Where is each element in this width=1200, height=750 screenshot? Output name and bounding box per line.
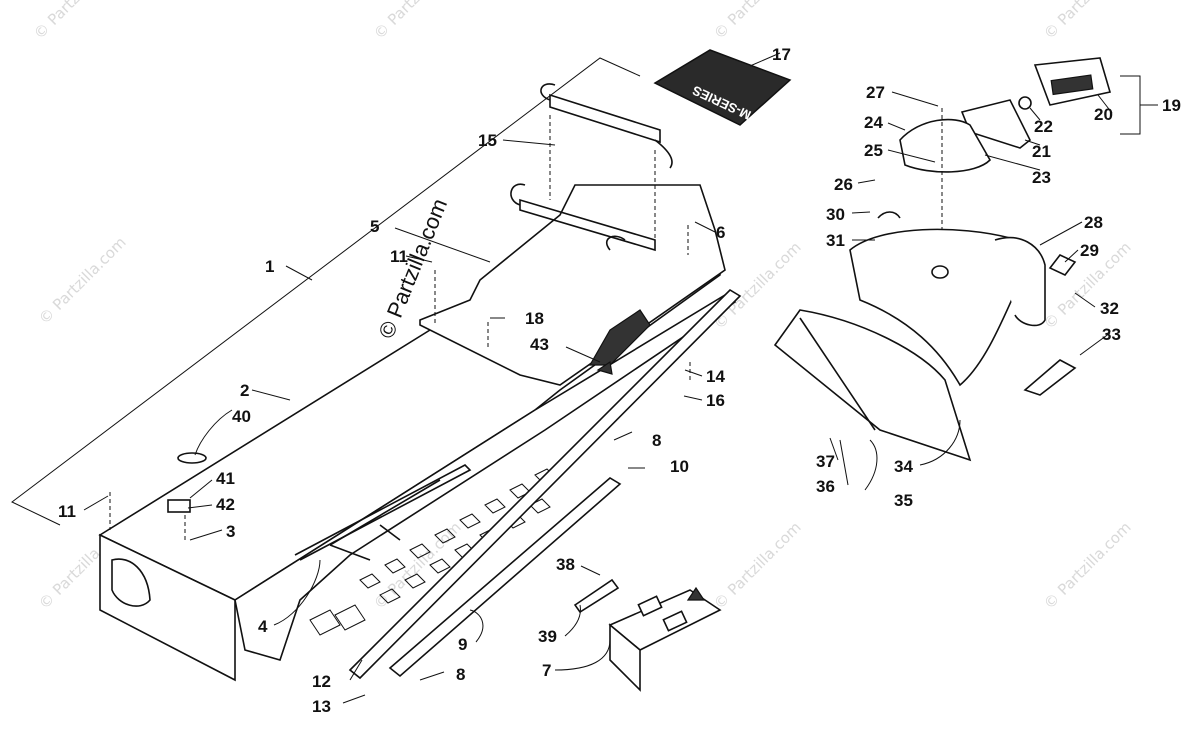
callout-39: 39 xyxy=(538,627,557,646)
watermark: © Partzilla.com xyxy=(1040,518,1135,613)
callout-33: 33 xyxy=(1102,325,1121,344)
callout-40: 40 xyxy=(232,407,251,426)
callout-26: 26 xyxy=(834,175,853,194)
hitch-bracket xyxy=(573,360,722,692)
assembly-bracket xyxy=(11,57,641,526)
callout-34: 34 xyxy=(894,457,913,476)
callout-15: 15 xyxy=(478,131,497,150)
callout-labels: 1 2 3 4 5 6 7 8 8 9 10 11 11 12 13 14 15… xyxy=(58,45,1181,716)
callout-4: 4 xyxy=(258,617,268,636)
callout-23: 23 xyxy=(1032,168,1051,187)
callout-10: 10 xyxy=(670,457,689,476)
callout-22: 22 xyxy=(1034,117,1053,136)
callout-19: 19 xyxy=(1162,96,1181,115)
callout-41: 41 xyxy=(216,469,235,488)
callout-35: 35 xyxy=(894,491,913,510)
callout-2: 2 xyxy=(240,381,249,400)
watermark: © Partzilla.com xyxy=(35,233,130,328)
callout-1: 1 xyxy=(265,257,274,276)
callout-20: 20 xyxy=(1094,105,1113,124)
callout-5: 5 xyxy=(370,217,379,236)
callout-36: 36 xyxy=(816,477,835,496)
callout-31: 31 xyxy=(826,231,845,250)
callout-3: 3 xyxy=(226,522,235,541)
rear-bumper xyxy=(773,211,1077,462)
callout-38: 38 xyxy=(556,555,575,574)
callout-14: 14 xyxy=(706,367,725,386)
watermark: © Partzilla.com xyxy=(710,518,805,613)
callout-43: 43 xyxy=(530,335,549,354)
callout-18: 18 xyxy=(525,309,544,328)
callout-6: 6 xyxy=(716,223,725,242)
watermark: © Partzilla.com xyxy=(30,0,125,43)
callout-12: 12 xyxy=(312,672,331,691)
callout-42: 42 xyxy=(216,495,235,514)
callout-29: 29 xyxy=(1080,241,1099,260)
callout-11b: 11 xyxy=(58,502,76,521)
callout-37: 37 xyxy=(816,452,835,471)
callout-16: 16 xyxy=(706,391,725,410)
leader-lines xyxy=(83,52,1158,704)
callout-30: 30 xyxy=(826,205,845,224)
callout-8: 8 xyxy=(652,431,661,450)
callout-13: 13 xyxy=(312,697,331,716)
callout-27: 27 xyxy=(866,83,885,102)
callout-11: 11 xyxy=(390,247,408,266)
tunnel-deck xyxy=(98,184,742,682)
callout-7: 7 xyxy=(542,661,551,680)
callout-21: 21 xyxy=(1032,142,1051,161)
callout-28: 28 xyxy=(1084,213,1103,232)
m-series-decal: M-SERIES xyxy=(653,49,792,126)
grab-bar xyxy=(510,83,673,252)
callout-8b: 8 xyxy=(456,665,465,684)
callout-24: 24 xyxy=(864,113,883,132)
callout-9: 9 xyxy=(458,635,467,654)
watermark: © Partzilla.com xyxy=(370,0,465,43)
callout-25: 25 xyxy=(864,141,883,160)
taillight-assembly xyxy=(960,57,1112,149)
callout-17: 17 xyxy=(772,45,791,64)
watermark: © Partzilla.com xyxy=(710,238,805,333)
callout-32: 32 xyxy=(1100,299,1119,318)
watermark: © Partzilla.com xyxy=(710,0,805,43)
watermark: © Partzilla.com xyxy=(1040,0,1135,43)
